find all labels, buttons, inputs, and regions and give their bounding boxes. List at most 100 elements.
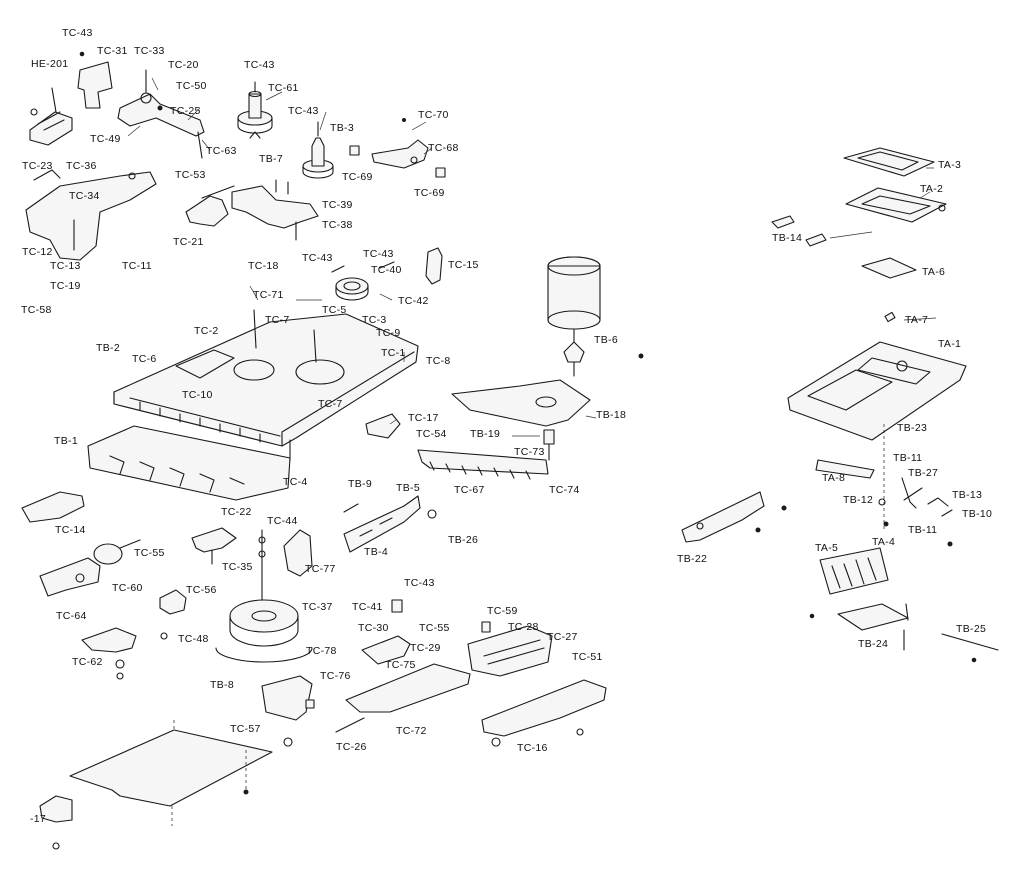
pulley-part-1 [237,81,273,139]
slide-plate-part [343,495,437,553]
part-label: TA-2 [920,183,943,195]
part-label: TC-21 [173,236,204,248]
part-label: TC-59 [487,605,518,617]
part-label: TC-5 [322,304,347,316]
part-label: TB-9 [348,478,372,490]
part-label: TC-44 [267,515,298,527]
part-label: TC-23 [22,160,53,172]
part-label: TC-20 [168,59,199,71]
part-label: TC-11 [122,260,152,272]
part-label: TC-58 [21,304,52,316]
part-label: TC-22 [221,506,252,518]
part-label: TC-48 [178,633,209,645]
small-clips-part [771,215,827,247]
part-label: TA-3 [938,159,961,171]
part-label: TC-78 [306,645,337,657]
part-label: HE-201 [31,58,68,70]
part-label: TC-68 [428,142,459,154]
part-label: TC-62 [72,656,103,668]
part-label: TC-28 [508,621,539,633]
part-label: TC-67 [454,484,485,496]
part-label: TC-29 [410,642,441,654]
part-label: TC-55 [419,622,450,634]
part-label: TB-8 [210,679,234,691]
part-label: TB-18 [596,409,626,421]
part-label: TB-10 [962,508,992,520]
part-label: TC-39 [322,199,353,211]
part-label: TB-12 [843,494,873,506]
part-label: TB-26 [448,534,478,546]
lever-plate-part [25,169,157,261]
part-label: TC-63 [206,145,237,157]
part-label: TC-19 [50,280,81,292]
part-label: TB-23 [897,422,927,434]
part-label: TC-75 [385,659,416,671]
part-label: TC-10 [182,389,213,401]
part-label: TC-69 [342,171,373,183]
part-label: TC-30 [358,622,389,634]
part-label: TB-2 [96,342,120,354]
part-label: TC-7 [318,398,343,410]
gear-part [331,247,443,301]
part-label: TC-57 [230,723,261,735]
linkage-part [185,179,319,241]
part-label: TC-50 [176,80,207,92]
bottom-plate-part [39,720,273,850]
part-label: TC-71 [253,289,284,301]
part-label: TB-25 [956,623,986,635]
part-label: -17 [30,813,46,825]
flywheel-part [215,529,313,663]
part-label: TC-60 [112,582,143,594]
part-label: TB-4 [364,546,388,558]
part-label: TC-72 [396,725,427,737]
motor-bracket-part [451,379,591,461]
part-label: TC-77 [305,563,336,575]
part-label: TC-3 [362,314,387,326]
part-label: TC-26 [336,741,367,753]
part-label: TC-6 [132,353,157,365]
part-label: TB-19 [470,428,500,440]
part-label: TA-7 [905,314,928,326]
part-label: TC-13 [50,260,81,272]
part-label: TC-76 [320,670,351,682]
part-label: TC-61 [268,82,299,94]
part-label: TC-12 [22,246,53,258]
part-label: TB-7 [259,153,283,165]
part-label: TB-13 [952,489,982,501]
part-label: TA-1 [938,338,961,350]
top-cover-part [787,311,967,530]
part-label: TB-11 [908,524,937,536]
part-label: TB-3 [330,122,354,134]
lid-plate-part [845,187,947,223]
sub-chassis-part [87,425,291,501]
clip-part [349,118,446,178]
mechanism-small-parts [815,459,953,547]
part-label: TC-54 [416,428,447,440]
spring-rod-part [941,633,999,663]
pulley-part-2 [302,121,334,179]
part-label: TB-5 [396,482,420,494]
bracket-part [77,51,113,109]
part-label: TC-74 [549,484,580,496]
part-label: TC-55 [134,547,165,559]
part-label: TC-14 [55,524,86,536]
part-label: TC-9 [376,327,401,339]
part-label: TC-4 [283,476,308,488]
part-label: TC-64 [56,610,87,622]
part-label: TC-69 [414,187,445,199]
part-label: TC-16 [517,742,548,754]
part-label: TC-43 [302,252,333,264]
main-chassis-part [113,309,419,447]
part-label: TC-38 [322,219,353,231]
part-label: TC-17 [408,412,439,424]
part-label: TC-70 [418,109,449,121]
part-label: TC-43 [363,248,394,260]
part-label: TA-5 [815,542,838,554]
part-labels: TC-43 TC-31 TC-33 HE-201 TC-20 TC-50 TC-… [21,27,992,825]
part-label: TA-4 [872,536,895,548]
part-label: TC-53 [175,169,206,181]
part-label: TC-35 [222,561,253,573]
part-label: TC-43 [288,105,319,117]
part-label: TC-33 [134,45,165,57]
rail-part [809,603,909,651]
